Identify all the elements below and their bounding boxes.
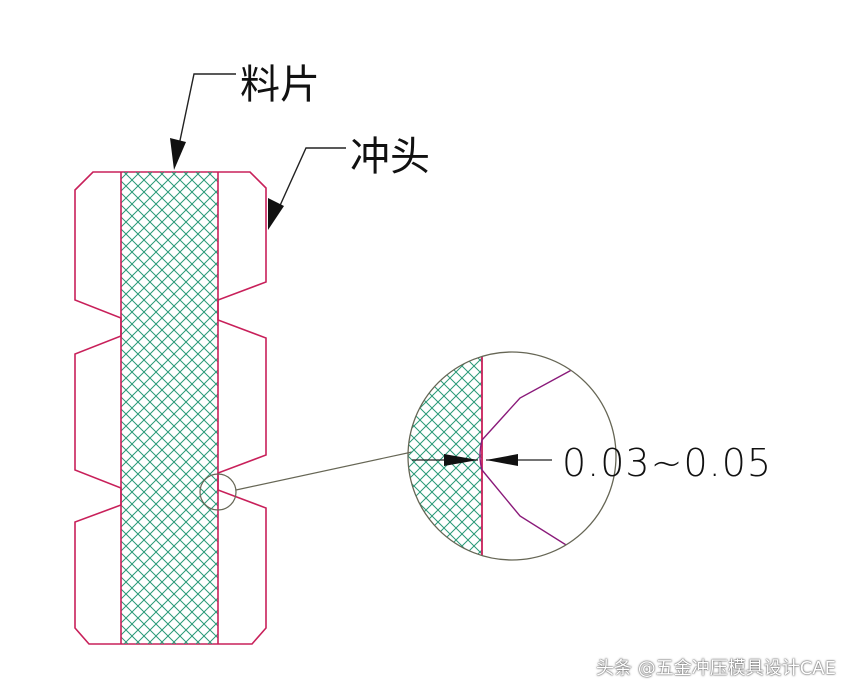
clearance-label: 0.03~0.05 <box>562 441 772 485</box>
watermark: 头条 @五金冲压模具设计CAE <box>596 658 836 679</box>
zoom-circle <box>407 351 617 561</box>
strip-leader <box>177 73 236 151</box>
detail-circle <box>199 473 237 511</box>
dim-arrow-left <box>444 454 478 466</box>
detail-connector <box>235 451 413 491</box>
punch-label: 冲头 <box>350 134 430 180</box>
strip-hatch <box>121 172 218 644</box>
punch-leader-arrow <box>268 198 284 230</box>
punch-leader <box>277 147 346 211</box>
strip-leader-arrow <box>170 138 186 170</box>
strip-label: 料片 <box>240 62 320 108</box>
dim-arrow-right <box>486 454 518 466</box>
